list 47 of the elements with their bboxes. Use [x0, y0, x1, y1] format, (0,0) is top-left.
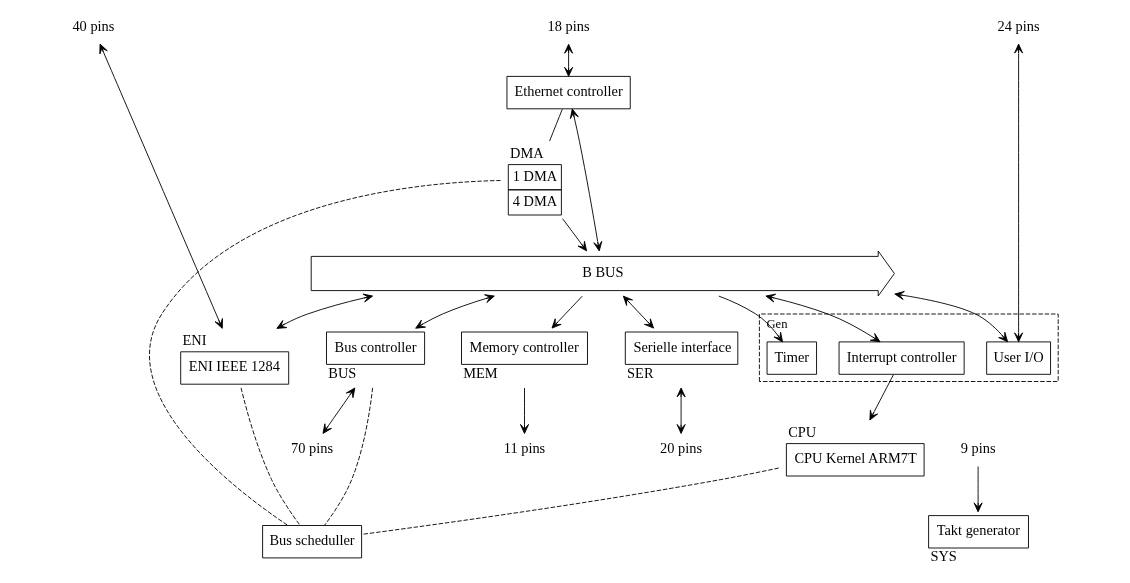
node-text: 24 pins: [997, 18, 1040, 35]
node-label: MEM: [463, 364, 498, 381]
arrow: [765, 293, 881, 343]
connector: [361, 467, 780, 535]
node-box: Serielle interface: [624, 331, 739, 365]
node-box: Interrupt controller: [838, 341, 965, 375]
node-box: Bus scheduller: [262, 525, 363, 559]
arrow: [1014, 43, 1024, 343]
node-text: 18 pins: [547, 18, 590, 35]
node-box: ENI IEEE 1284: [180, 351, 290, 385]
node-text: 11 pins: [503, 440, 546, 457]
node-box: CPU Kernel ARM7T: [785, 443, 925, 477]
arrow: [564, 43, 574, 77]
node-text: 40 pins: [72, 18, 115, 35]
arrow: [276, 293, 374, 329]
connector: [149, 180, 501, 526]
connector: [324, 387, 374, 526]
node-box: Timer: [766, 341, 817, 375]
arrow: [869, 374, 894, 421]
node-box: Memory controller: [461, 331, 588, 365]
node-label: SER: [627, 364, 654, 381]
arrow: [973, 466, 983, 513]
arrow: [562, 218, 588, 252]
arrow: [676, 387, 686, 434]
arrow: [520, 387, 529, 434]
connector: [549, 108, 563, 142]
node-label: CPU: [788, 424, 817, 441]
node-box: Takt generator: [928, 515, 1029, 549]
arrow: [718, 295, 784, 343]
node-label: SYS: [930, 548, 957, 565]
node-text: 20 pins: [660, 440, 703, 457]
node-text: 9 pins: [960, 440, 996, 457]
node-box: User I/O: [986, 341, 1051, 375]
node-box: Bus controller: [326, 331, 426, 365]
node-text: 70 pins: [291, 440, 334, 457]
node-label: BUS: [328, 364, 357, 381]
connector: [240, 387, 301, 526]
arrow: [551, 295, 583, 329]
arrow: [894, 291, 1009, 343]
node-label: ENI: [182, 332, 207, 349]
node-label: DMA: [510, 145, 544, 162]
arrow: [622, 295, 655, 329]
arrow: [322, 387, 356, 434]
arrow: [99, 43, 223, 329]
arrow: [569, 108, 603, 252]
arrow: [415, 294, 495, 329]
node-box: Ethernet controller: [506, 75, 631, 110]
